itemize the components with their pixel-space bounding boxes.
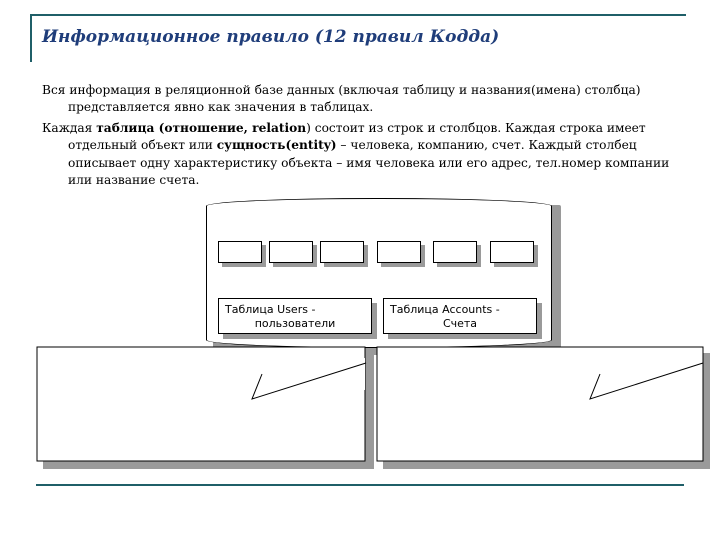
table-users-line2: пользователи xyxy=(254,317,336,330)
table-users-label: Таблица Users - пользователи xyxy=(218,298,372,334)
column-headers xyxy=(218,241,538,267)
paragraph-2-seg-3: ) состоит из строк и столбцов. Каждая ст… xyxy=(68,120,646,153)
paragraph-2-seg-1: Каждая xyxy=(42,120,97,135)
column-header-box xyxy=(269,241,313,263)
footer-rule xyxy=(36,484,684,486)
paragraph-2-bold-entity: сущность(entity) xyxy=(216,138,337,153)
column-header-box xyxy=(377,241,421,263)
body-text: Вся информация в реляционной базе данных… xyxy=(42,82,682,192)
callout-left-notch-line xyxy=(251,362,367,400)
paragraph-1: Вся информация в реляционной базе данных… xyxy=(42,82,682,117)
table-accounts-label: Таблица Accounts - Счета xyxy=(383,298,537,334)
column-header-box xyxy=(218,241,262,263)
paragraph-1-text: Вся информация в реляционной базе данных… xyxy=(42,83,641,115)
column-header-box xyxy=(320,241,364,263)
table-accounts-line1: Таблица Accounts - xyxy=(390,303,500,316)
column-header-box xyxy=(490,241,534,263)
paragraph-2-bold-table: таблица (отношение, relation xyxy=(96,120,307,135)
column-header-box xyxy=(433,241,477,263)
slide-frame-left-rule xyxy=(30,14,32,62)
table-accounts-line2: Счета xyxy=(442,317,478,330)
slide-frame-top-rule xyxy=(30,14,686,16)
paragraph-2: Каждая таблица (отношение, relation) сос… xyxy=(42,120,682,190)
paragraph-2-seg-5: – человека, компанию, счет. Каждый столб… xyxy=(68,138,670,188)
page-title: Информационное правило (12 правил Кодда) xyxy=(42,27,500,47)
callout-right-notch-line xyxy=(589,362,704,400)
table-users-line1: Таблица Users - xyxy=(225,303,316,316)
